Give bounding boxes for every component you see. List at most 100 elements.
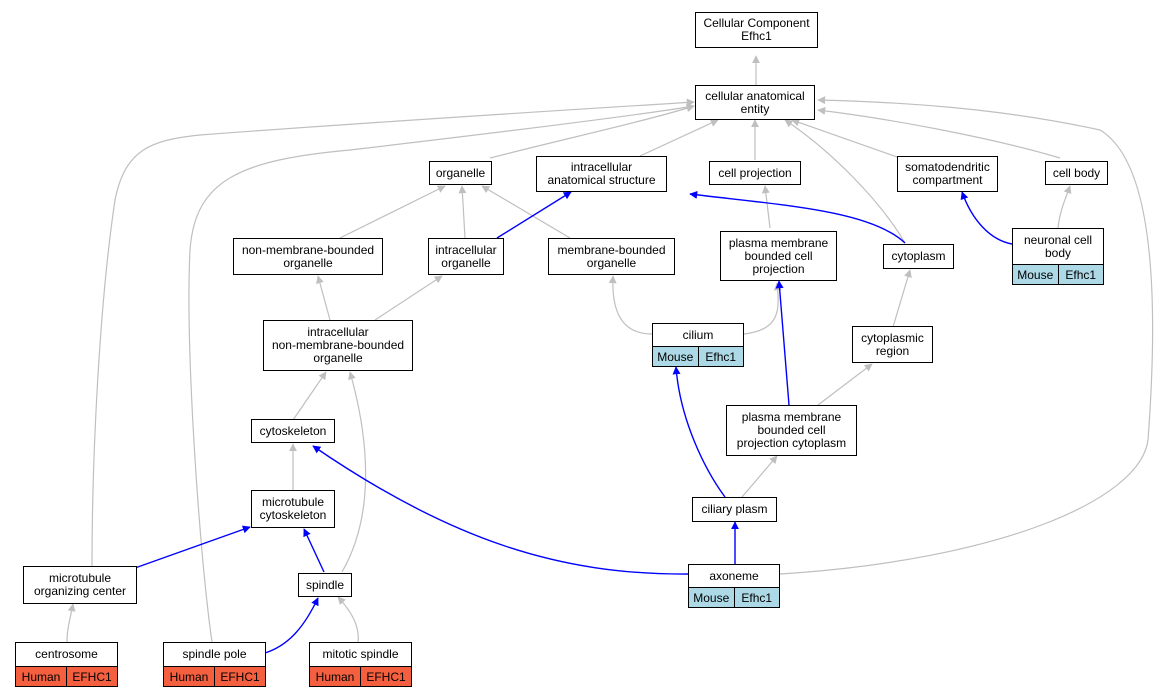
node-mitotic-spindle[interactable]: mitotic spindle Human EFHC1 xyxy=(309,642,412,687)
node-label: intracellular organelle xyxy=(435,242,497,270)
node-cytoskeleton[interactable]: cytoskeleton xyxy=(251,419,335,443)
node-label: plasma membrane bounded cell projection xyxy=(728,235,829,276)
node-non-membrane-bounded-organelle[interactable]: non-membrane-bounded organelle xyxy=(233,238,383,275)
is-a-edges xyxy=(66,55,1154,643)
edge-ncb-to-cellbody xyxy=(1057,185,1072,229)
edge-pmbcpc-to-pmbcp xyxy=(775,280,790,406)
node-intracellular-non-membrane-bounded-organelle[interactable]: intracellular non-membrane-bounded organ… xyxy=(263,320,413,371)
node-label: non-membrane-bounded organelle xyxy=(241,242,375,270)
gene-tag: Efhc1 xyxy=(697,347,744,366)
edge-spindle-to-inmbo xyxy=(341,371,367,573)
species-tag: Human xyxy=(169,669,209,684)
node-label: cell body xyxy=(1052,165,1101,180)
species-tag: Human xyxy=(315,669,355,684)
node-microtubule-organizing-center[interactable]: microtubule organizing center xyxy=(23,566,137,604)
species-tag: Mouse xyxy=(693,590,730,605)
edge-mbo-to-organelle xyxy=(481,185,571,239)
node-label: cytoplasmic region xyxy=(861,330,924,358)
edge-centrosome-to-mtoc xyxy=(66,603,76,643)
node-label: spindle xyxy=(305,577,345,592)
node-label: Cellular Component Efhc1 xyxy=(703,16,810,43)
edge-cilium-to-pmbcp xyxy=(743,282,782,335)
edge-axoneme-to-cae xyxy=(779,96,1154,575)
edge-mitotic-to-spindle xyxy=(337,596,359,643)
node-spindle[interactable]: spindle xyxy=(298,573,352,597)
node-microtubule-cytoskeleton[interactable]: microtubule cytoskeleton xyxy=(251,490,335,528)
part-of-edges xyxy=(134,190,1013,654)
species-tag: Human xyxy=(21,669,61,684)
node-label: cilium xyxy=(682,327,714,342)
node-label: intracellular non-membrane-bounded organ… xyxy=(271,325,405,365)
annotation-row: Mouse Efhc1 xyxy=(1013,264,1103,284)
edge-ncb-to-somato xyxy=(960,191,1013,245)
node-label: axoneme xyxy=(709,568,759,583)
node-axoneme[interactable]: axoneme Mouse Efhc1 xyxy=(688,564,780,608)
node-cell-body[interactable]: cell body xyxy=(1045,161,1108,185)
edge-inmbo-to-nmbo xyxy=(316,275,331,321)
node-label: cytoplasm xyxy=(891,249,946,263)
edge-ias-to-cae xyxy=(639,119,719,157)
edge-spindle-to-mtcyto xyxy=(303,528,325,573)
node-label: organelle xyxy=(435,165,486,180)
node-label: microtubule cytoskeleton xyxy=(259,495,327,522)
node-membrane-bounded-organelle[interactable]: membrane-bounded organelle xyxy=(548,238,675,275)
edge-intorg-to-ias xyxy=(496,191,572,239)
edge-ciliary-to-pmbcpc xyxy=(741,455,778,498)
node-cellular-anatomical-entity[interactable]: cellular anatomical entity xyxy=(695,85,815,120)
node-label: membrane-bounded organelle xyxy=(557,242,666,270)
node-label: ciliary plasm xyxy=(701,502,768,516)
node-ciliary-plasm[interactable]: ciliary plasm xyxy=(692,497,777,522)
node-label: cell projection xyxy=(718,165,792,180)
node-somatodendritic-compartment[interactable]: somatodendritic compartment xyxy=(897,156,998,192)
gene-tag: EFHC1 xyxy=(66,667,117,686)
node-cytoplasmic-region[interactable]: cytoplasmic region xyxy=(852,326,933,363)
node-plasma-membrane-bounded-cell-projection-cytoplasm[interactable]: plasma membrane bounded cell projection … xyxy=(726,405,857,456)
node-label: cellular anatomical entity xyxy=(705,88,805,116)
edge-cytoreg-to-cytoplasm xyxy=(892,269,912,328)
annotation-row: Mouse Efhc1 xyxy=(689,587,779,607)
annotation-row: Human EFHC1 xyxy=(16,666,117,686)
edge-spindlepole-to-cae xyxy=(188,103,695,643)
node-centrosome[interactable]: centrosome Human EFHC1 xyxy=(15,642,118,687)
edge-cilium-to-mbo xyxy=(608,275,653,335)
node-label: microtubule organizing center xyxy=(33,571,127,598)
edge-spindlepole-to-spindle xyxy=(264,597,319,654)
species-tag: Mouse xyxy=(1017,267,1054,282)
node-plasma-membrane-bounded-cell-projection[interactable]: plasma membrane bounded cell projection xyxy=(720,231,837,281)
node-label: plasma membrane bounded cell projection … xyxy=(736,410,847,450)
node-cellular-component-efhc1[interactable]: Cellular Component Efhc1 xyxy=(695,12,818,48)
node-label: cytoskeleton xyxy=(259,423,327,438)
gene-tag: EFHC1 xyxy=(360,667,411,686)
node-cell-projection[interactable]: cell projection xyxy=(709,161,801,185)
edge-organelle-to-cae xyxy=(489,104,695,159)
edge-inmbo-to-intorg xyxy=(374,275,443,321)
edge-somato-to-cae xyxy=(791,118,901,159)
node-organelle[interactable]: organelle xyxy=(429,161,492,185)
edge-pmbcpc-to-cytoreg xyxy=(817,363,873,406)
edge-intorg-to-organelle xyxy=(458,185,467,239)
edge-nmbo-to-organelle xyxy=(339,185,446,239)
node-intracellular-anatomical-structure[interactable]: intracellular anatomical structure xyxy=(536,156,667,192)
node-spindle-pole[interactable]: spindle pole Human EFHC1 xyxy=(163,642,266,687)
edge-cellbody-to-cae xyxy=(817,106,1061,159)
node-cilium[interactable]: cilium Mouse Efhc1 xyxy=(652,323,744,367)
node-neuronal-cell-body[interactable]: neuronal cell body Mouse Efhc1 xyxy=(1012,228,1104,285)
node-label: centrosome xyxy=(35,647,98,661)
edge-mtoc-to-mtcyto xyxy=(134,525,251,569)
edge-cytoplasm-to-cae xyxy=(784,119,906,244)
edge-axoneme-to-cytoskeleton xyxy=(312,445,689,575)
node-intracellular-organelle[interactable]: intracellular organelle xyxy=(428,238,504,275)
node-label: mitotic spindle xyxy=(322,647,399,661)
node-cytoplasm[interactable]: cytoplasm xyxy=(883,244,954,269)
edge-pmbcp-to-cellproj xyxy=(761,185,771,229)
node-label: spindle pole xyxy=(182,647,247,661)
edge-mtoc-to-cae xyxy=(91,98,695,567)
annotation-row: Human EFHC1 xyxy=(310,666,411,686)
gene-tag: Efhc1 xyxy=(733,588,780,607)
edge-ciliary-to-cilium xyxy=(672,366,726,498)
edge-cytoskeleton-to-inmbo xyxy=(292,371,327,421)
species-tag: Mouse xyxy=(657,349,694,364)
node-label: neuronal cell body xyxy=(1023,232,1093,260)
annotation-row: Mouse Efhc1 xyxy=(653,346,743,366)
